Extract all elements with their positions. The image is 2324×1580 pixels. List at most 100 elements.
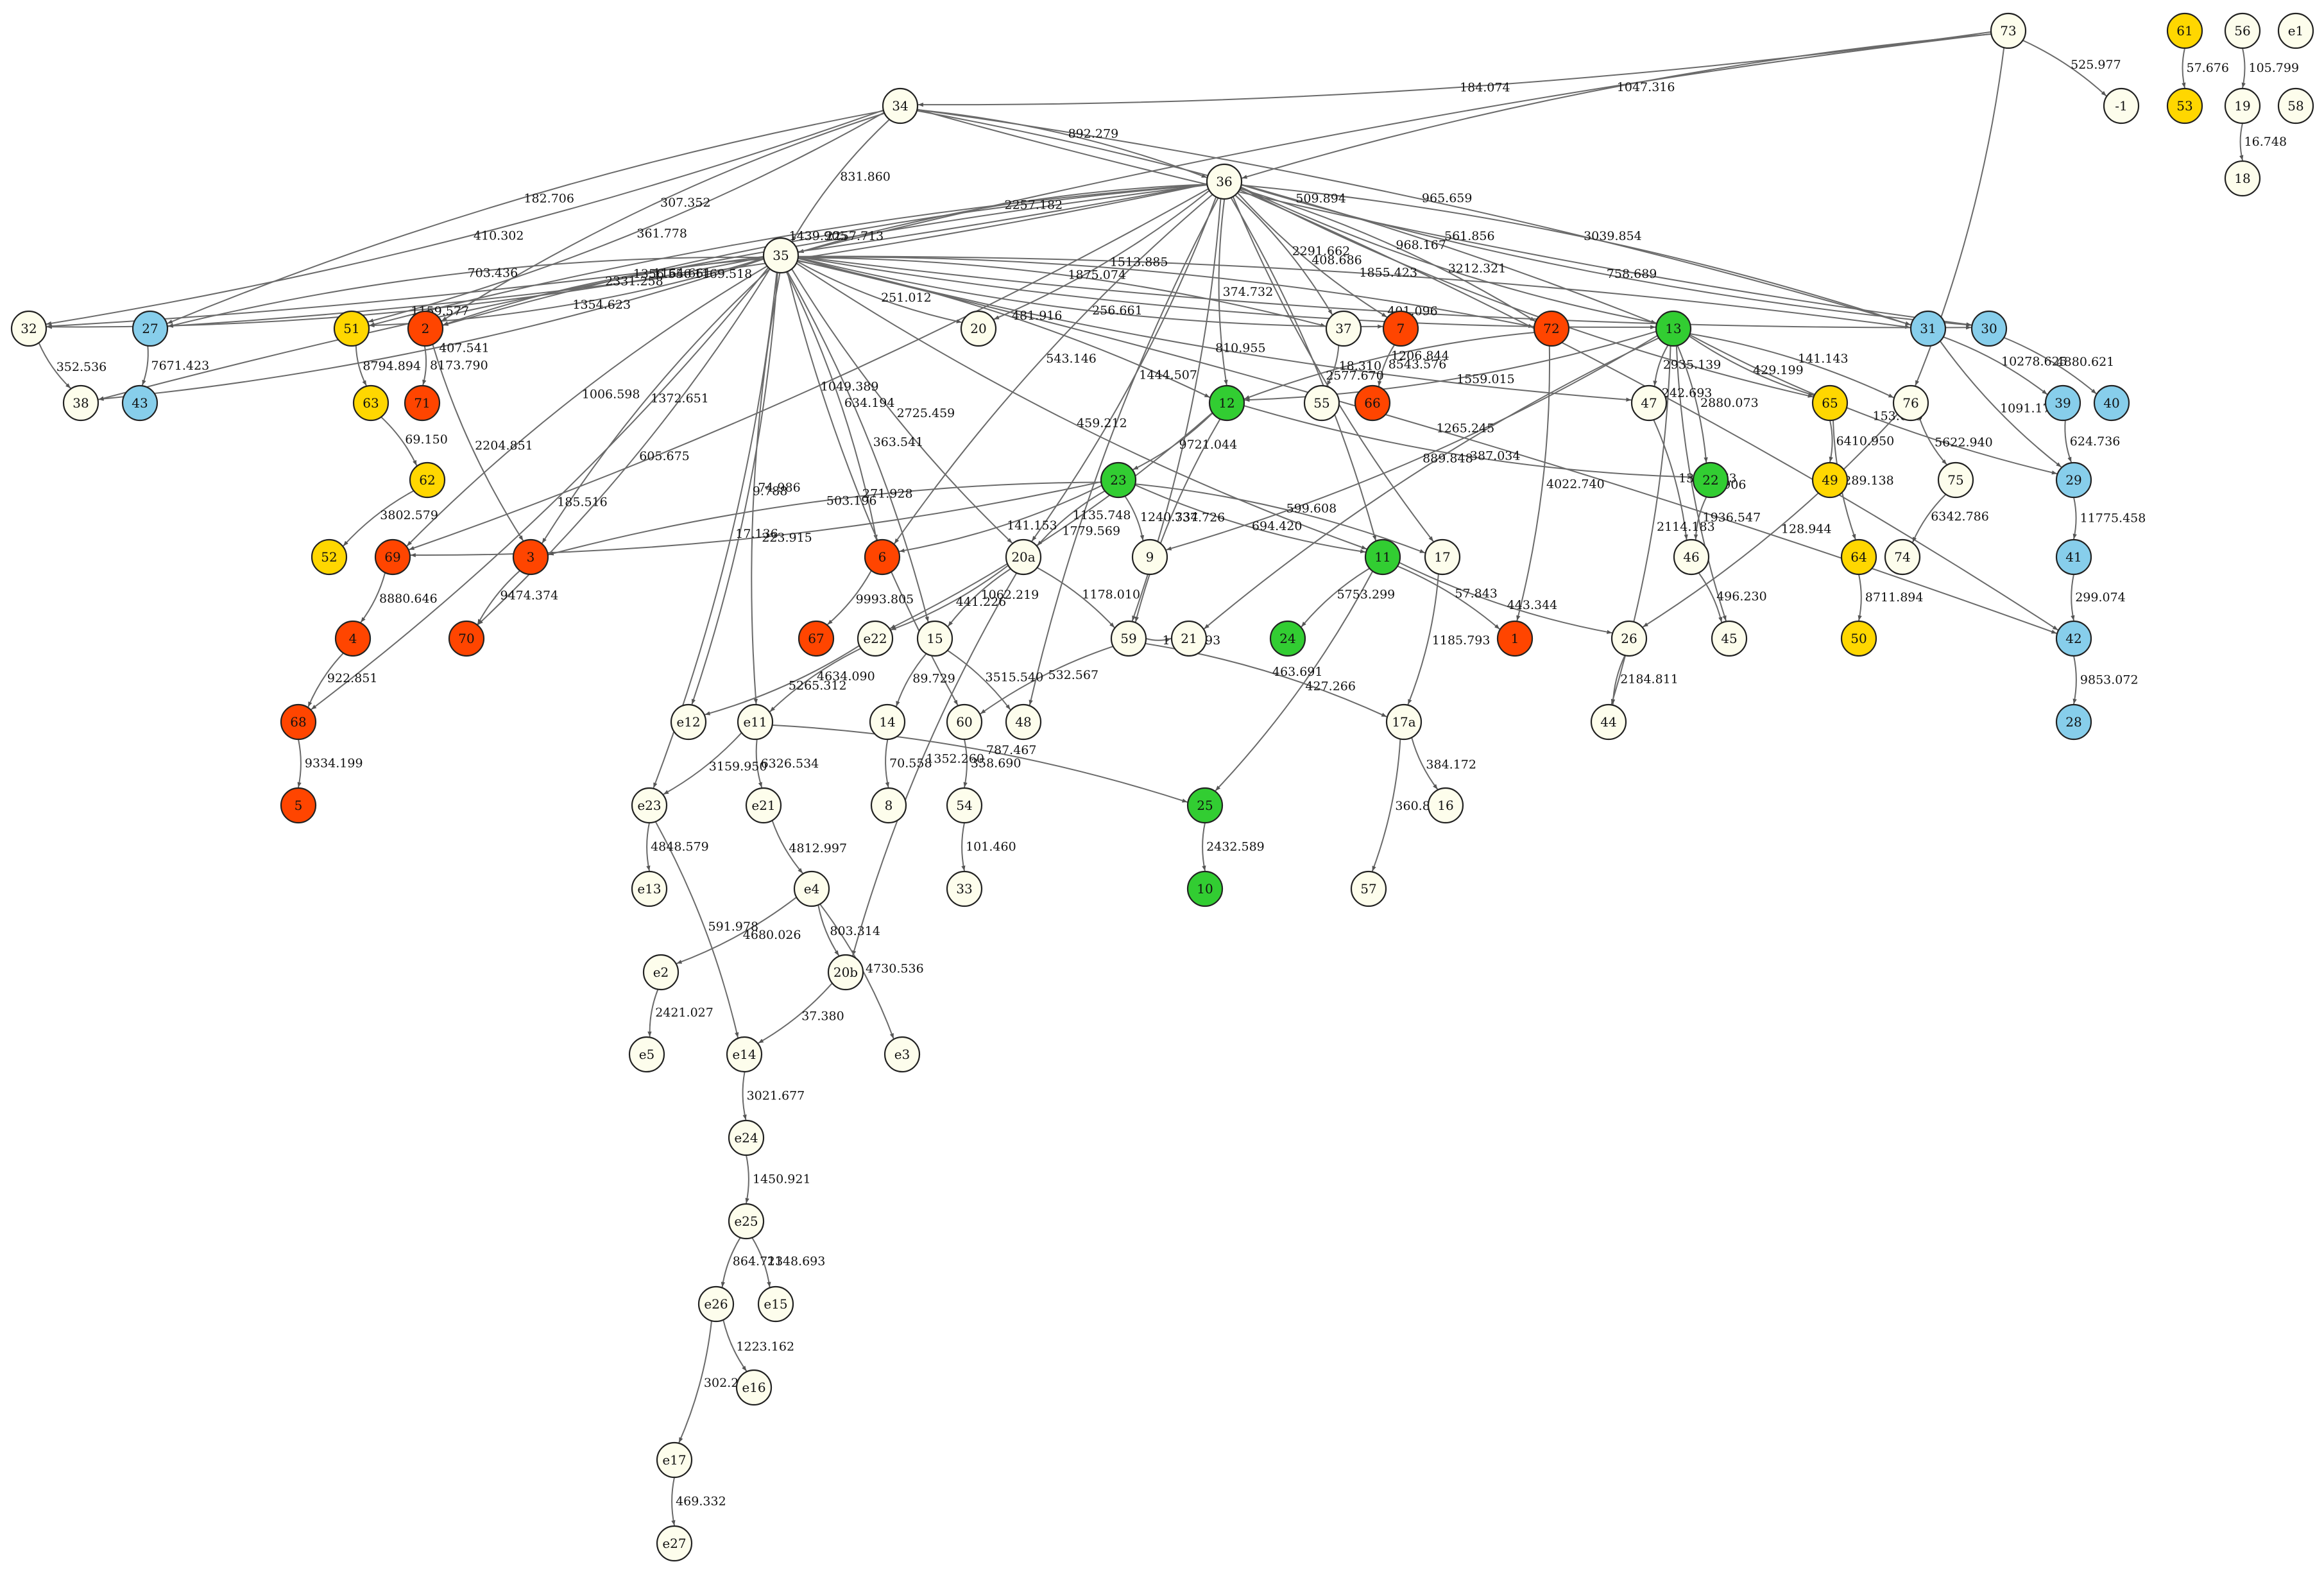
- node-30[interactable]: 30: [1970, 310, 2008, 347]
- node-e15[interactable]: e15: [757, 1285, 794, 1323]
- node-26[interactable]: 26: [1611, 620, 1648, 657]
- node-1[interactable]: 1: [1496, 620, 1534, 657]
- node-59[interactable]: 59: [1110, 620, 1147, 657]
- node-21[interactable]: 21: [1170, 620, 1208, 657]
- node-41[interactable]: 41: [2055, 538, 2092, 576]
- node-25[interactable]: 25: [1186, 787, 1224, 824]
- node-49[interactable]: 49: [1811, 461, 1849, 499]
- node-56[interactable]: 56: [2224, 12, 2261, 49]
- node-55[interactable]: 55: [1303, 384, 1340, 422]
- node-16[interactable]: 16: [1427, 787, 1464, 824]
- node-42[interactable]: 42: [2055, 620, 2092, 657]
- node-60[interactable]: 60: [946, 703, 983, 741]
- node-e26[interactable]: e26: [697, 1285, 735, 1323]
- node-e22[interactable]: e22: [857, 620, 894, 657]
- node-62[interactable]: 62: [409, 461, 446, 499]
- node-20a[interactable]: 20a: [1005, 538, 1042, 576]
- node-e27[interactable]: e27: [656, 1525, 693, 1562]
- node-65[interactable]: 65: [1811, 384, 1849, 422]
- node-e5[interactable]: e5: [628, 1036, 665, 1073]
- node-e2[interactable]: e2: [642, 954, 679, 991]
- node-28[interactable]: 28: [2055, 703, 2092, 741]
- node-e23[interactable]: e23: [631, 787, 668, 824]
- node-e11[interactable]: e11: [737, 703, 774, 741]
- node-64[interactable]: 64: [1840, 538, 1877, 576]
- node-36[interactable]: 36: [1206, 163, 1243, 200]
- node-53[interactable]: 53: [2166, 87, 2203, 125]
- node-71[interactable]: 71: [404, 384, 441, 422]
- node-70[interactable]: 70: [448, 620, 485, 657]
- node-63[interactable]: 63: [352, 384, 389, 422]
- node-66[interactable]: 66: [1354, 384, 1391, 422]
- node-20b[interactable]: 20b: [827, 954, 864, 991]
- node-3[interactable]: 3: [512, 538, 549, 576]
- node-67[interactable]: 67: [798, 620, 835, 657]
- node-e4[interactable]: e4: [793, 870, 830, 907]
- node-10[interactable]: 10: [1186, 870, 1224, 907]
- node-58[interactable]: 58: [2277, 87, 2314, 125]
- node-6[interactable]: 6: [864, 538, 901, 576]
- node-68[interactable]: 68: [280, 703, 317, 741]
- node-13[interactable]: 13: [1655, 310, 1692, 347]
- node-e12[interactable]: e12: [670, 703, 707, 741]
- node-14[interactable]: 14: [869, 703, 906, 741]
- node-54[interactable]: 54: [946, 787, 983, 824]
- node-40[interactable]: 40: [2093, 384, 2130, 422]
- node-20[interactable]: 20: [960, 310, 997, 347]
- node-33[interactable]: 33: [946, 870, 983, 907]
- node-76[interactable]: 76: [1892, 384, 1929, 422]
- node-35[interactable]: 35: [762, 237, 799, 274]
- node-61[interactable]: 61: [2166, 12, 2203, 49]
- node-75[interactable]: 75: [1937, 461, 1974, 499]
- node-5[interactable]: 5: [280, 787, 317, 824]
- node-38[interactable]: 38: [62, 384, 99, 422]
- node-45[interactable]: 45: [1711, 620, 1748, 657]
- node-73[interactable]: 73: [1990, 12, 2027, 49]
- node-39[interactable]: 39: [2044, 384, 2081, 422]
- node-43[interactable]: 43: [121, 384, 158, 422]
- node-e3[interactable]: e3: [884, 1036, 921, 1073]
- node-29[interactable]: 29: [2055, 461, 2092, 499]
- node-22[interactable]: 22: [1692, 461, 1729, 499]
- node-18[interactable]: 18: [2224, 160, 2261, 197]
- node-51[interactable]: 51: [333, 310, 370, 347]
- node-19[interactable]: 19: [2224, 87, 2261, 125]
- node-52[interactable]: 52: [311, 538, 348, 576]
- node-31[interactable]: 31: [1910, 310, 1947, 347]
- node-47[interactable]: 47: [1630, 384, 1668, 422]
- node-48[interactable]: 48: [1005, 703, 1042, 741]
- node-e1[interactable]: e1: [2277, 12, 2314, 49]
- node-e25[interactable]: e25: [728, 1203, 765, 1240]
- node-72[interactable]: 72: [1533, 310, 1570, 347]
- node-50[interactable]: 50: [1840, 620, 1877, 657]
- node-e16[interactable]: e16: [735, 1369, 773, 1406]
- node-4[interactable]: 4: [334, 620, 372, 657]
- node-12[interactable]: 12: [1208, 384, 1245, 422]
- node-15[interactable]: 15: [916, 620, 953, 657]
- node--1[interactable]: -1: [2103, 87, 2140, 125]
- node-9[interactable]: 9: [1131, 538, 1168, 576]
- node-e14[interactable]: e14: [726, 1036, 763, 1073]
- node-34[interactable]: 34: [882, 87, 919, 125]
- node-74[interactable]: 74: [1884, 538, 1921, 576]
- node-17[interactable]: 17: [1424, 538, 1461, 576]
- node-e24[interactable]: e24: [728, 1119, 765, 1156]
- node-e21[interactable]: e21: [745, 787, 782, 824]
- node-23[interactable]: 23: [1100, 461, 1137, 499]
- edge-17-to-17a: [1407, 574, 1439, 705]
- node-44[interactable]: 44: [1590, 703, 1627, 741]
- node-e13[interactable]: e13: [631, 870, 668, 907]
- node-69[interactable]: 69: [374, 538, 411, 576]
- node-27[interactable]: 27: [132, 310, 169, 347]
- node-57[interactable]: 57: [1350, 870, 1387, 907]
- node-11[interactable]: 11: [1364, 538, 1401, 576]
- node-7[interactable]: 7: [1382, 310, 1419, 347]
- node-46[interactable]: 46: [1673, 538, 1710, 576]
- node-8[interactable]: 8: [870, 787, 907, 824]
- node-e17[interactable]: e17: [656, 1441, 693, 1479]
- node-32[interactable]: 32: [10, 310, 47, 347]
- node-37[interactable]: 37: [1325, 310, 1362, 347]
- node-17a[interactable]: 17a: [1385, 703, 1423, 741]
- node-24[interactable]: 24: [1269, 620, 1306, 657]
- node-2[interactable]: 2: [407, 310, 444, 347]
